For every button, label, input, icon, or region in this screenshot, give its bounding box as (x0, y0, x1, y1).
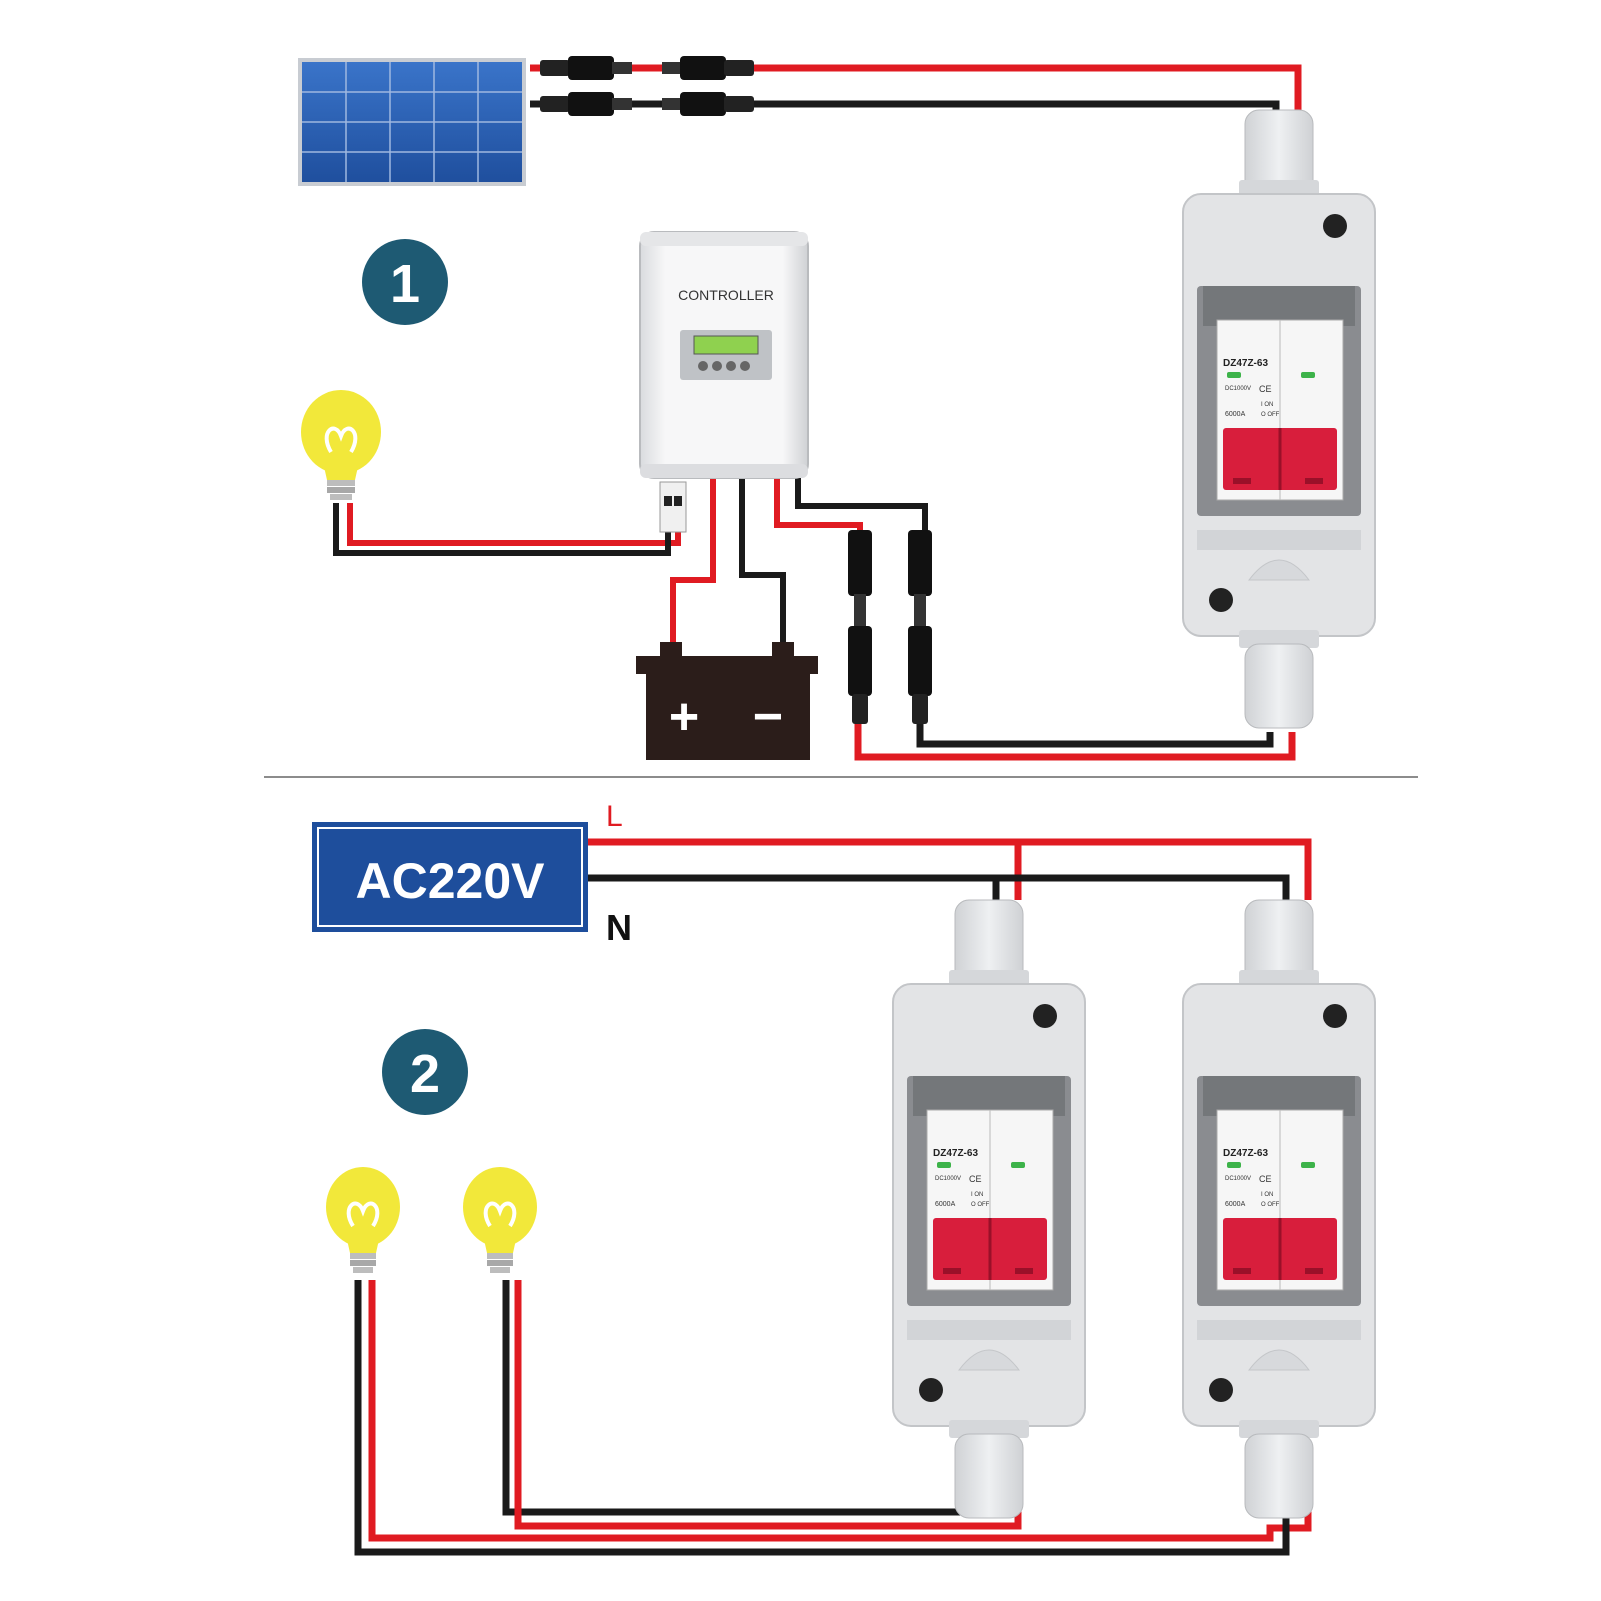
breaker-rating-2: 6000A (935, 1201, 956, 1208)
step-number-2: 2 (410, 1044, 440, 1104)
step-badge-1: 1 (362, 239, 448, 325)
breaker-ce-1: CE (1259, 384, 1272, 394)
battery: + − (636, 642, 818, 760)
solar-panel (298, 58, 526, 186)
breaker-model-3: DZ47Z-63 (1223, 1148, 1268, 1159)
wire-out-red (854, 720, 1296, 761)
breaker-on-2: I ON (971, 1192, 983, 1198)
wire-batt-red (670, 470, 716, 650)
wire-lamp-red (347, 482, 681, 546)
ac-source-label: AC220V (312, 822, 588, 932)
section2-wires (354, 838, 1312, 1556)
wire-lamp1-black (354, 1280, 1290, 1556)
lamp-icon (301, 390, 381, 500)
breaker-ce-2: CE (969, 1174, 982, 1184)
breaker-enclosure-2: DZ47Z-63 DC1000V CE I ON O OFF 6000A (892, 899, 1086, 1519)
solar-charge-controller: CONTROLLER (639, 231, 809, 533)
mc4-connectors-top (540, 56, 754, 116)
step-number-1: 1 (390, 254, 420, 314)
breaker-spec-3: DC1000V (1225, 1176, 1251, 1182)
breaker-on-1: I ON (1261, 402, 1273, 408)
wire-neutral-N (580, 874, 1290, 900)
wire-pv-negative (530, 100, 1280, 120)
breaker-enclosure-3: DZ47Z-63 DC1000V CE I ON O OFF 6000A (1182, 899, 1376, 1519)
breaker-model-1: DZ47Z-63 (1223, 358, 1268, 369)
wire-ctrl-black-pv (795, 470, 928, 540)
breaker-rating-3: 6000A (1225, 1201, 1246, 1208)
breaker-enclosure-1: DZ47Z-63 DC1000V CE I ON O OFF 6000A (1182, 109, 1376, 729)
breaker-off-3: O OFF (1261, 1202, 1280, 1208)
lamp-icon (463, 1167, 537, 1273)
line-label-L: L (606, 800, 623, 833)
wire-pv-positive (530, 64, 1302, 120)
breaker-on-3: I ON (1261, 1192, 1273, 1198)
wire-batt-black (739, 470, 786, 650)
battery-minus: − (753, 688, 783, 746)
breaker-rating-1: 6000A (1225, 411, 1246, 418)
ac-voltage-label: AC220V (356, 853, 546, 909)
breaker-ce-3: CE (1259, 1174, 1272, 1184)
step-badge-2: 2 (382, 1029, 468, 1115)
neutral-label-N: N (606, 907, 632, 948)
breaker-off-2: O OFF (971, 1202, 990, 1208)
battery-plus: + (669, 688, 699, 746)
wire-line-L (580, 838, 1312, 900)
mc4-connectors-vertical (848, 530, 932, 724)
lamp-icon (326, 1167, 400, 1273)
breaker-spec-2: DC1000V (935, 1176, 961, 1182)
wire-out-black (916, 700, 1274, 748)
breaker-model-2: DZ47Z-63 (933, 1148, 978, 1159)
wire-lamp1-red (368, 1280, 1312, 1542)
breaker-off-1: O OFF (1261, 412, 1280, 418)
controller-label: CONTROLLER (678, 287, 774, 303)
breaker-spec-1: DC1000V (1225, 386, 1251, 392)
